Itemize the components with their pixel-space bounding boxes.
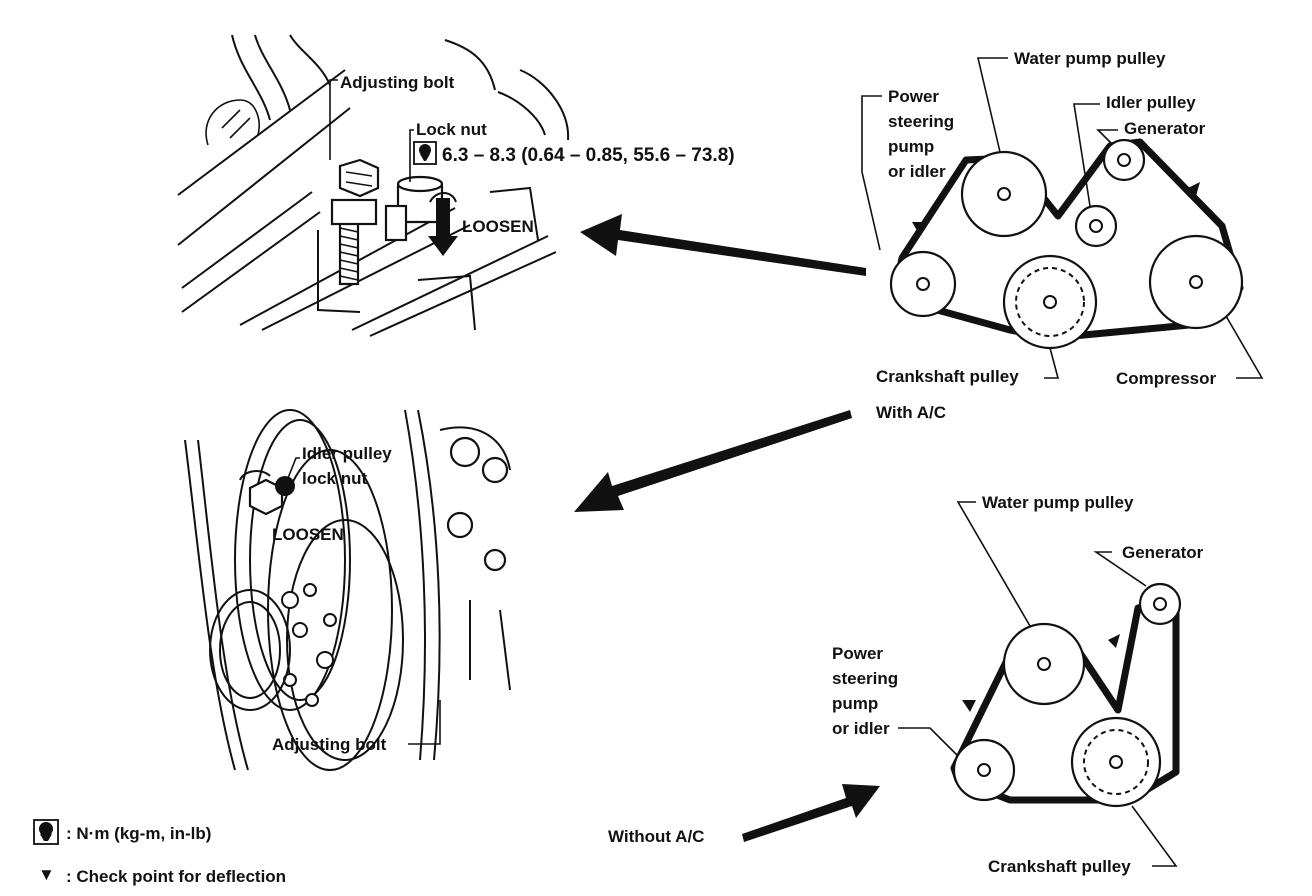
arrow-icon (742, 784, 880, 842)
top-adjusting-bolt-label: Adjusting bolt (340, 73, 455, 92)
woac-power-steering-label-3: pump (832, 694, 878, 713)
wac-water-pump-label: Water pump pulley (1014, 49, 1166, 68)
arrow-icon (580, 214, 866, 276)
bottom-loosen-label: LOOSEN (272, 525, 344, 544)
wac-generator-label: Generator (1124, 119, 1206, 138)
woac-water-pump-label: Water pump pulley (982, 493, 1134, 512)
torque-wrench-icon (413, 141, 437, 165)
legend-check-point: : Check point for deflection (66, 867, 286, 886)
wac-power-steering-label-3: pump (888, 137, 934, 156)
check-point-triangle-icon: ▼ (38, 865, 55, 884)
check-point-triangle-icon (962, 700, 976, 712)
legend-torque-unit: : N·m (kg-m, in-lb) (66, 824, 211, 843)
wac-power-steering-label-1: Power (888, 87, 939, 106)
wac-power-steering-label-4: or idler (888, 162, 946, 181)
torque-spec-label: 6.3 – 8.3 (0.64 – 0.85, 55.6 – 73.8) (442, 145, 735, 166)
wac-crankshaft-label: Crankshaft pulley (876, 367, 1019, 386)
wac-power-steering-label-2: steering (888, 112, 954, 131)
without-ac-caption: Without A/C (608, 827, 704, 846)
woac-power-steering-label-2: steering (832, 669, 898, 688)
woac-crankshaft-label: Crankshaft pulley (988, 857, 1131, 876)
idler-lock-nut-label-line1: Idler pulley (302, 444, 392, 463)
wac-idler-pulley-label: Idler pulley (1106, 93, 1196, 112)
with-ac-belt-diagram (861, 57, 1264, 379)
with-ac-caption: With A/C (876, 403, 946, 422)
woac-power-steering-label-4: or idler (832, 719, 890, 738)
idler-lock-nut-label-line2: lock nut (302, 469, 368, 488)
bottom-adjusting-bolt-label: Adjusting bolt (272, 735, 387, 754)
legend-torque-icon (33, 819, 59, 845)
arrow-icon (574, 410, 852, 512)
woac-generator-label: Generator (1122, 543, 1204, 562)
wac-compressor-label: Compressor (1116, 369, 1217, 388)
top-loosen-label: LOOSEN (462, 217, 534, 236)
bottom-detail-illustration (184, 409, 511, 771)
check-point-triangle-icon (1188, 182, 1200, 196)
lock-nut-label: Lock nut (416, 120, 487, 139)
top-detail-illustration (177, 34, 570, 337)
check-point-triangle-icon (1108, 634, 1120, 648)
woac-power-steering-label-1: Power (832, 644, 883, 663)
check-point-triangle-icon (912, 222, 926, 234)
without-ac-belt-diagram (898, 501, 1182, 867)
